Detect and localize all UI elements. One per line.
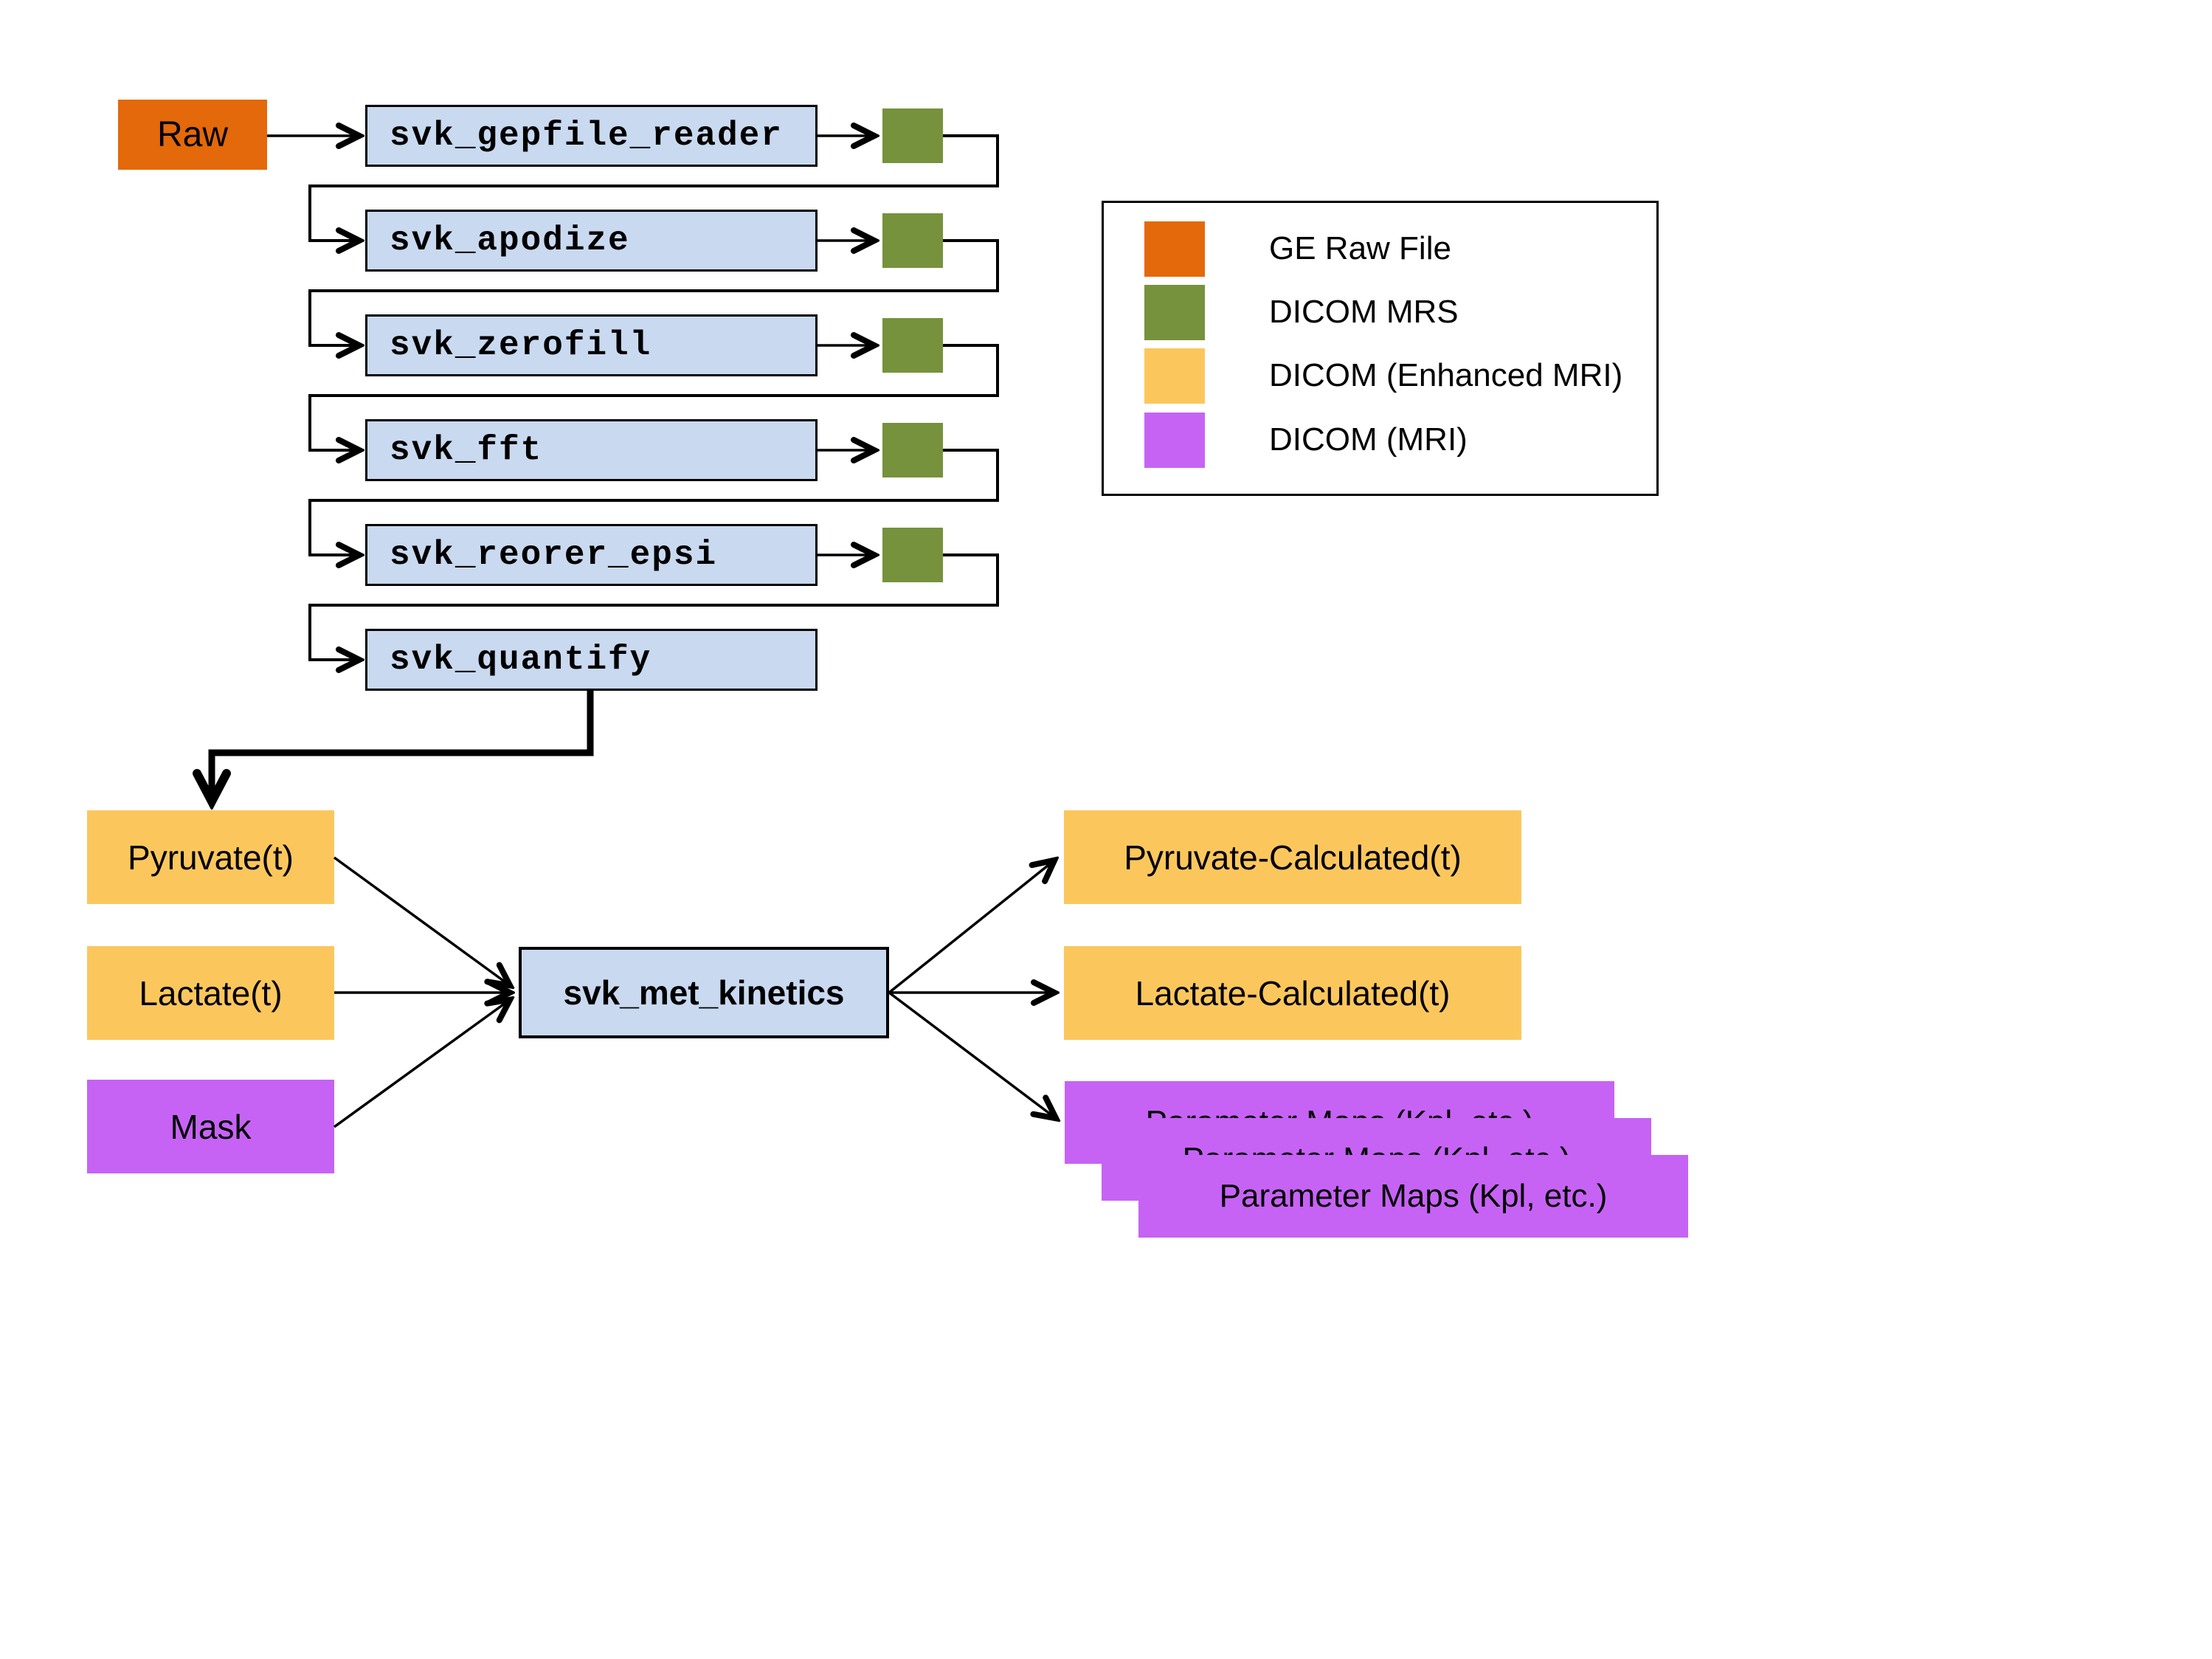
legend-label: DICOM MRS [1269,294,1459,330]
connector-mrs2-to-stage3 [308,239,999,345]
legend-swatch-dicom-mrs [1144,285,1205,340]
legend-swatch-dicom-enhanced-mri [1144,348,1205,404]
connector-mask-to-kinetics [333,999,511,1128]
output-box-parameter-maps-3: Parameter Maps (Kpl, etc.) [1138,1155,1688,1238]
connector-kinetics-to-parameter-maps [888,991,1057,1119]
input-box-mask: Mask [87,1080,334,1173]
dicom-mrs-square-2 [882,213,943,268]
stage-box-svk-reorer-epsi: svk_reorer_epsi [365,524,818,586]
legend-swatch-dicom-mri [1144,413,1205,468]
connector-kinetics-to-pyruvate-calc [888,860,1055,994]
connector-mrs4-to-stage5 [308,449,999,555]
raw-file-label: Raw [156,115,229,154]
connector-quantify-to-pyruvate [212,691,594,801]
connector-pyruvate-to-kinetics [333,856,511,986]
connector-mrs5-to-stage6 [308,553,999,660]
stage-box-svk-zerofill: svk_zerofill [365,314,818,376]
legend-swatch-ge-raw-file [1144,221,1205,277]
kinetics-label: svk_met_kinetics [563,973,845,1012]
connector-mrs1-to-stage2 [308,134,999,241]
dicom-mrs-square-3 [882,318,943,373]
stage-box-svk-apodize: svk_apodize [365,210,818,272]
stage-box-svk-quantify: svk_quantify [365,629,818,691]
stage-label: svk_gepfile_reader [390,117,783,155]
dicom-mrs-square-1 [882,108,943,163]
output-box-lactate-calculated: Lactate-Calculated(t) [1064,946,1521,1040]
input-label: Pyruvate(t) [128,838,294,877]
dicom-mrs-square-5 [882,528,943,582]
legend-label: DICOM (Enhanced MRI) [1269,357,1623,393]
stage-box-svk-gepfile-reader: svk_gepfile_reader [365,105,818,167]
input-label: Mask [170,1107,252,1146]
output-label: Pyruvate-Calculated(t) [1124,838,1462,877]
input-box-pyruvate: Pyruvate(t) [87,810,334,904]
stage-label: svk_reorer_epsi [390,536,718,574]
kinetics-box: svk_met_kinetics [519,947,889,1038]
output-box-pyruvate-calculated: Pyruvate-Calculated(t) [1064,810,1521,904]
dicom-mrs-square-4 [882,423,943,477]
stage-label: svk_quantify [390,641,652,679]
legend: GE Raw File DICOM MRS DICOM (Enhanced MR… [1102,201,1659,496]
stage-label: svk_zerofill [390,326,652,365]
output-label: Lactate-Calculated(t) [1135,973,1451,1013]
raw-file-box: Raw [118,100,267,170]
stage-label: svk_fft [390,431,543,469]
input-box-lactate: Lactate(t) [87,946,334,1040]
input-label: Lactate(t) [139,973,283,1013]
stage-box-svk-fft: svk_fft [365,419,818,481]
connector-mrs3-to-stage4 [308,344,999,450]
legend-label: DICOM (MRI) [1269,421,1468,458]
legend-label: GE Raw File [1269,230,1451,266]
stage-label: svk_apodize [390,221,630,260]
output-label: Parameter Maps (Kpl, etc.) [1219,1178,1608,1214]
